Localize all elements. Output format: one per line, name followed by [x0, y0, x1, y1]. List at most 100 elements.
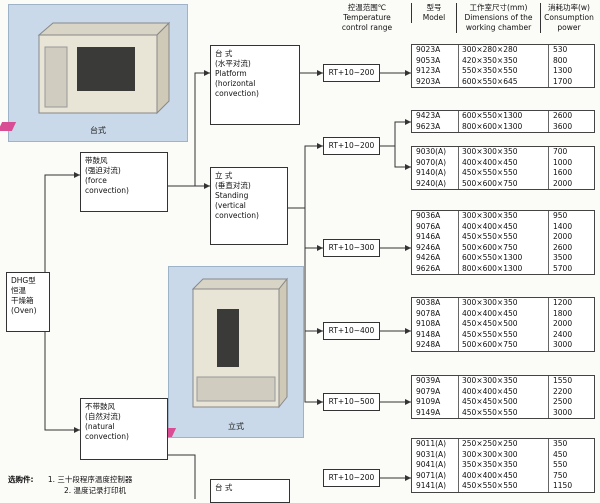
model-cell: 9038A	[412, 298, 459, 309]
dimension-cell: 450×550×550	[459, 329, 549, 340]
power-cell: 3600	[553, 121, 573, 131]
dimension-cell: 300×280×280	[459, 45, 549, 56]
model-cell: 9203A	[412, 76, 459, 87]
model-cell: 9246A	[412, 242, 459, 253]
range-box: RT+10~200	[323, 469, 380, 487]
options-list: 选购件: 1. 三十段程序温度控制器 2. 温度记录打印机	[8, 474, 132, 496]
power-cell: 2000	[553, 319, 573, 328]
model-cell: 9031(A)	[412, 449, 459, 460]
power-cell: 800	[553, 55, 568, 65]
oven-illustration	[191, 277, 289, 409]
power-cell: 1400	[553, 221, 573, 231]
power-cell: 1800	[553, 308, 573, 318]
dimension-cell: 600×550×1300	[459, 253, 549, 264]
node-standing: 立 式 (垂直对流) Standing (vertical convection…	[210, 167, 288, 245]
model-cell: 9141(A)	[412, 481, 459, 492]
dimension-cell: 600×550×645	[459, 76, 549, 87]
range-box: RT+10~400	[323, 322, 380, 340]
power-cell: 700	[553, 147, 568, 156]
power-cell: 2500	[553, 397, 573, 406]
model-cell: 9070(A)	[412, 157, 459, 168]
model-cell: 9426A	[412, 253, 459, 264]
power-cell: 1550	[553, 376, 573, 385]
model-row: 9031(A)300×300×300 450	[412, 449, 594, 460]
power-cell: 350	[553, 439, 568, 448]
model-cell: 9076A	[412, 221, 459, 232]
model-cell: 9149A	[412, 407, 459, 418]
caption-platform: 台式	[90, 126, 106, 135]
model-cell: 9240(A)	[412, 178, 459, 189]
photo-platform-oven: 台式	[8, 4, 188, 142]
power-cell: 2600	[553, 111, 573, 120]
header-dimensions: 工作室尺寸(mm) Dimensions of the working cham…	[456, 3, 540, 33]
model-cell: 9039A	[412, 376, 459, 387]
power-cell: 2000	[553, 178, 573, 188]
model-cell: 9140(A)	[412, 168, 459, 179]
range-box: RT+10~300	[323, 239, 380, 257]
range-box: RT+10~200	[323, 137, 380, 155]
dimension-cell: 450×450×500	[459, 397, 549, 408]
power-cell: 530	[553, 45, 568, 54]
header-model: 型号 Model	[411, 3, 456, 23]
power-cell: 2000	[553, 232, 573, 241]
caption-standing: 立式	[228, 422, 244, 431]
power-cell: 3000	[553, 407, 573, 417]
dimension-cell: 450×550×550	[459, 168, 549, 179]
model-cell: 9148A	[412, 329, 459, 340]
option-item: 2. 温度记录打印机	[64, 486, 127, 495]
dimension-cell: 400×400×450	[459, 157, 549, 168]
node-force-convection: 带鼓风 (强迫对流) (force convection)	[80, 152, 168, 212]
dimension-cell: 400×400×450	[459, 221, 549, 232]
dimension-cell: 300×300×350	[459, 298, 549, 309]
power-cell: 450	[553, 449, 568, 459]
power-cell: 1150	[553, 481, 573, 490]
header-power: 消耗功率(w) Consumption power	[540, 3, 597, 33]
model-cell: 9023A	[412, 45, 459, 56]
dimension-cell: 300×300×300	[459, 449, 549, 460]
power-cell: 3500	[553, 253, 573, 262]
dimension-cell: 400×400×450	[459, 470, 549, 481]
power-cell: 5700	[553, 263, 573, 273]
dimension-cell: 500×600×750	[459, 178, 549, 189]
power-cell: 2600	[553, 242, 573, 252]
model-cell: 9146A	[412, 232, 459, 243]
dimension-cell: 600×550×1300	[459, 111, 549, 122]
model-cell: 9036A	[412, 211, 459, 222]
power-cell: 1700	[553, 76, 573, 86]
model-cell: 9248A	[412, 340, 459, 351]
model-cell: 9626A	[412, 263, 459, 274]
dimension-cell: 300×300×350	[459, 147, 549, 158]
model-cell: 9053A	[412, 55, 459, 66]
model-cell: 9030(A)	[412, 147, 459, 158]
model-cell: 9108A	[412, 319, 459, 330]
dimension-cell: 450×450×500	[459, 319, 549, 330]
dimension-cell: 300×300×350	[459, 376, 549, 387]
power-cell: 2200	[553, 386, 573, 396]
dimension-cell: 450×550×550	[459, 407, 549, 418]
model-cell: 9623A	[412, 121, 459, 132]
power-cell: 3000	[553, 340, 573, 349]
